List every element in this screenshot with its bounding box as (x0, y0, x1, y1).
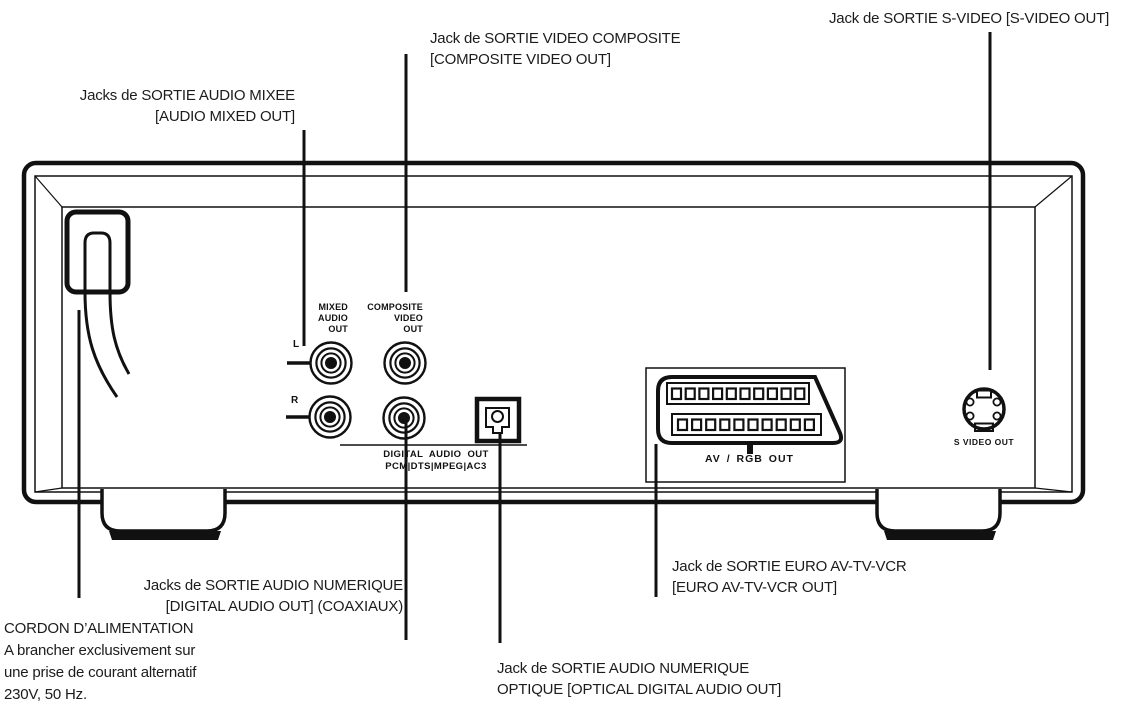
scart-center-tab (747, 443, 753, 454)
panel-digital-line1: DIGITAL AUDIO OUT (383, 449, 489, 460)
callout-coaxial-line2: [DIGITAL AUDIO OUT] (COAXIAUX) (165, 598, 404, 615)
callout-euro-av-line2: [EURO AV-TV-VCR OUT] (672, 579, 837, 596)
scart-pin-row-1 (666, 382, 810, 405)
callout-power-cord: CORDON D’ALIMENTATION A brancher exclusi… (4, 618, 196, 706)
callout-optical-line2: OPTIQUE [OPTICAL DIGITAL AUDIO OUT] (497, 681, 782, 698)
panel-digital-line2: PCM|DTS|MPEG|AC3 (385, 461, 487, 472)
panel-composite-line2: VIDEO (393, 313, 423, 323)
callout-mixed-audio: Jacks de SORTIE AUDIO MIXEE [AUDIO MIXED… (58, 85, 295, 127)
s-video-key-notch (976, 389, 992, 399)
callout-euro-av: Jack de SORTIE EURO AV-TV-VCR [EURO AV-T… (672, 556, 907, 598)
bevel-top-right (1034, 175, 1073, 208)
bevel-bottom-right (1034, 487, 1073, 493)
callout-s-video-line1: Jack de SORTIE S-VIDEO [S-VIDEO OUT] (829, 10, 1110, 27)
panel-label-mixed-audio-out: MIXED AUDIO OUT (300, 302, 348, 335)
panel-composite-line1: COMPOSITE (367, 302, 423, 312)
callout-euro-av-line1: Jack de SORTIE EURO AV-TV-VCR (672, 558, 907, 575)
optical-digital-audio-jack (474, 396, 522, 444)
panel-mixed-line2: AUDIO (318, 313, 348, 323)
callout-power-cord-line4: 230V, 50 Hz. (4, 686, 87, 703)
callout-optical-line1: Jack de SORTIE AUDIO NUMERIQUE (497, 660, 750, 677)
callout-mixed-audio-line1: Jacks de SORTIE AUDIO MIXEE (79, 87, 295, 104)
panel-frame (21, 160, 1086, 505)
coaxial-digital-audio-jack (382, 396, 426, 440)
s-video-bottom-slot (974, 422, 994, 432)
panel-mixed-line1: MIXED (318, 302, 348, 312)
callout-composite-video: Jack de SORTIE VIDEO COMPOSITE [COMPOSIT… (430, 28, 681, 70)
s-video-connector (962, 387, 1006, 432)
panel-mixed-line3: OUT (328, 324, 348, 334)
callout-coaxial-digital-audio: Jacks de SORTIE AUDIO NUMERIQUE [DIGITAL… (140, 575, 404, 617)
leader-lines (77, 32, 992, 643)
panel-label-s-video-out: S VIDEO OUT (953, 437, 1015, 447)
callout-power-cord-line2: A brancher exclusivement sur (4, 642, 196, 659)
panel-label-right-channel: R (291, 395, 299, 406)
rca-jacks (286, 341, 427, 440)
callout-coaxial-line1: Jacks de SORTIE AUDIO NUMERIQUE (143, 577, 404, 594)
callout-mixed-audio-line2: [AUDIO MIXED OUT] (155, 108, 295, 125)
bevel-bottom-left (34, 487, 63, 493)
callout-composite-video-line1: Jack de SORTIE VIDEO COMPOSITE (430, 30, 681, 47)
cable-curve-left (83, 291, 119, 398)
callout-optical-digital-audio: Jack de SORTIE AUDIO NUMERIQUE OPTIQUE [… (497, 658, 781, 700)
power-cord (64, 209, 131, 398)
cable-curve-right (108, 291, 131, 375)
right-foot (875, 489, 1002, 540)
panel-label-left-channel: L (293, 339, 300, 350)
callout-s-video: Jack de SORTIE S-VIDEO [S-VIDEO OUT] (829, 8, 1109, 29)
scart-pins-row-1 (670, 387, 806, 401)
panel-composite-line3: OUT (403, 324, 423, 334)
scart-pin-row-2 (671, 413, 822, 436)
callout-power-cord-line1: CORDON D’ALIMENTATION (4, 620, 194, 637)
bevel-top-left (34, 175, 63, 208)
scart-pins-row-2 (676, 418, 816, 432)
callout-power-cord-line3: une prise de courant alternatif (4, 664, 197, 681)
scart-body (656, 375, 844, 445)
mixed-audio-left-jack (309, 341, 353, 385)
mixed-audio-right-jack (308, 395, 352, 439)
cord-outline (83, 231, 112, 292)
cord-grommet (64, 209, 131, 295)
scart-connector (645, 367, 846, 483)
left-foot (100, 489, 227, 540)
panel-label-digital-audio-out: DIGITAL AUDIO OUT PCM|DTS|MPEG|AC3 (345, 449, 527, 473)
callout-composite-video-line2: [COMPOSITE VIDEO OUT] (430, 51, 611, 68)
panel-label-composite-video-out: COMPOSITE VIDEO OUT (352, 302, 423, 335)
composite-video-jack (383, 341, 427, 385)
panel-label-av-rgb-out: AV / RGB OUT (705, 453, 794, 465)
scart-mount-plate (645, 367, 846, 483)
